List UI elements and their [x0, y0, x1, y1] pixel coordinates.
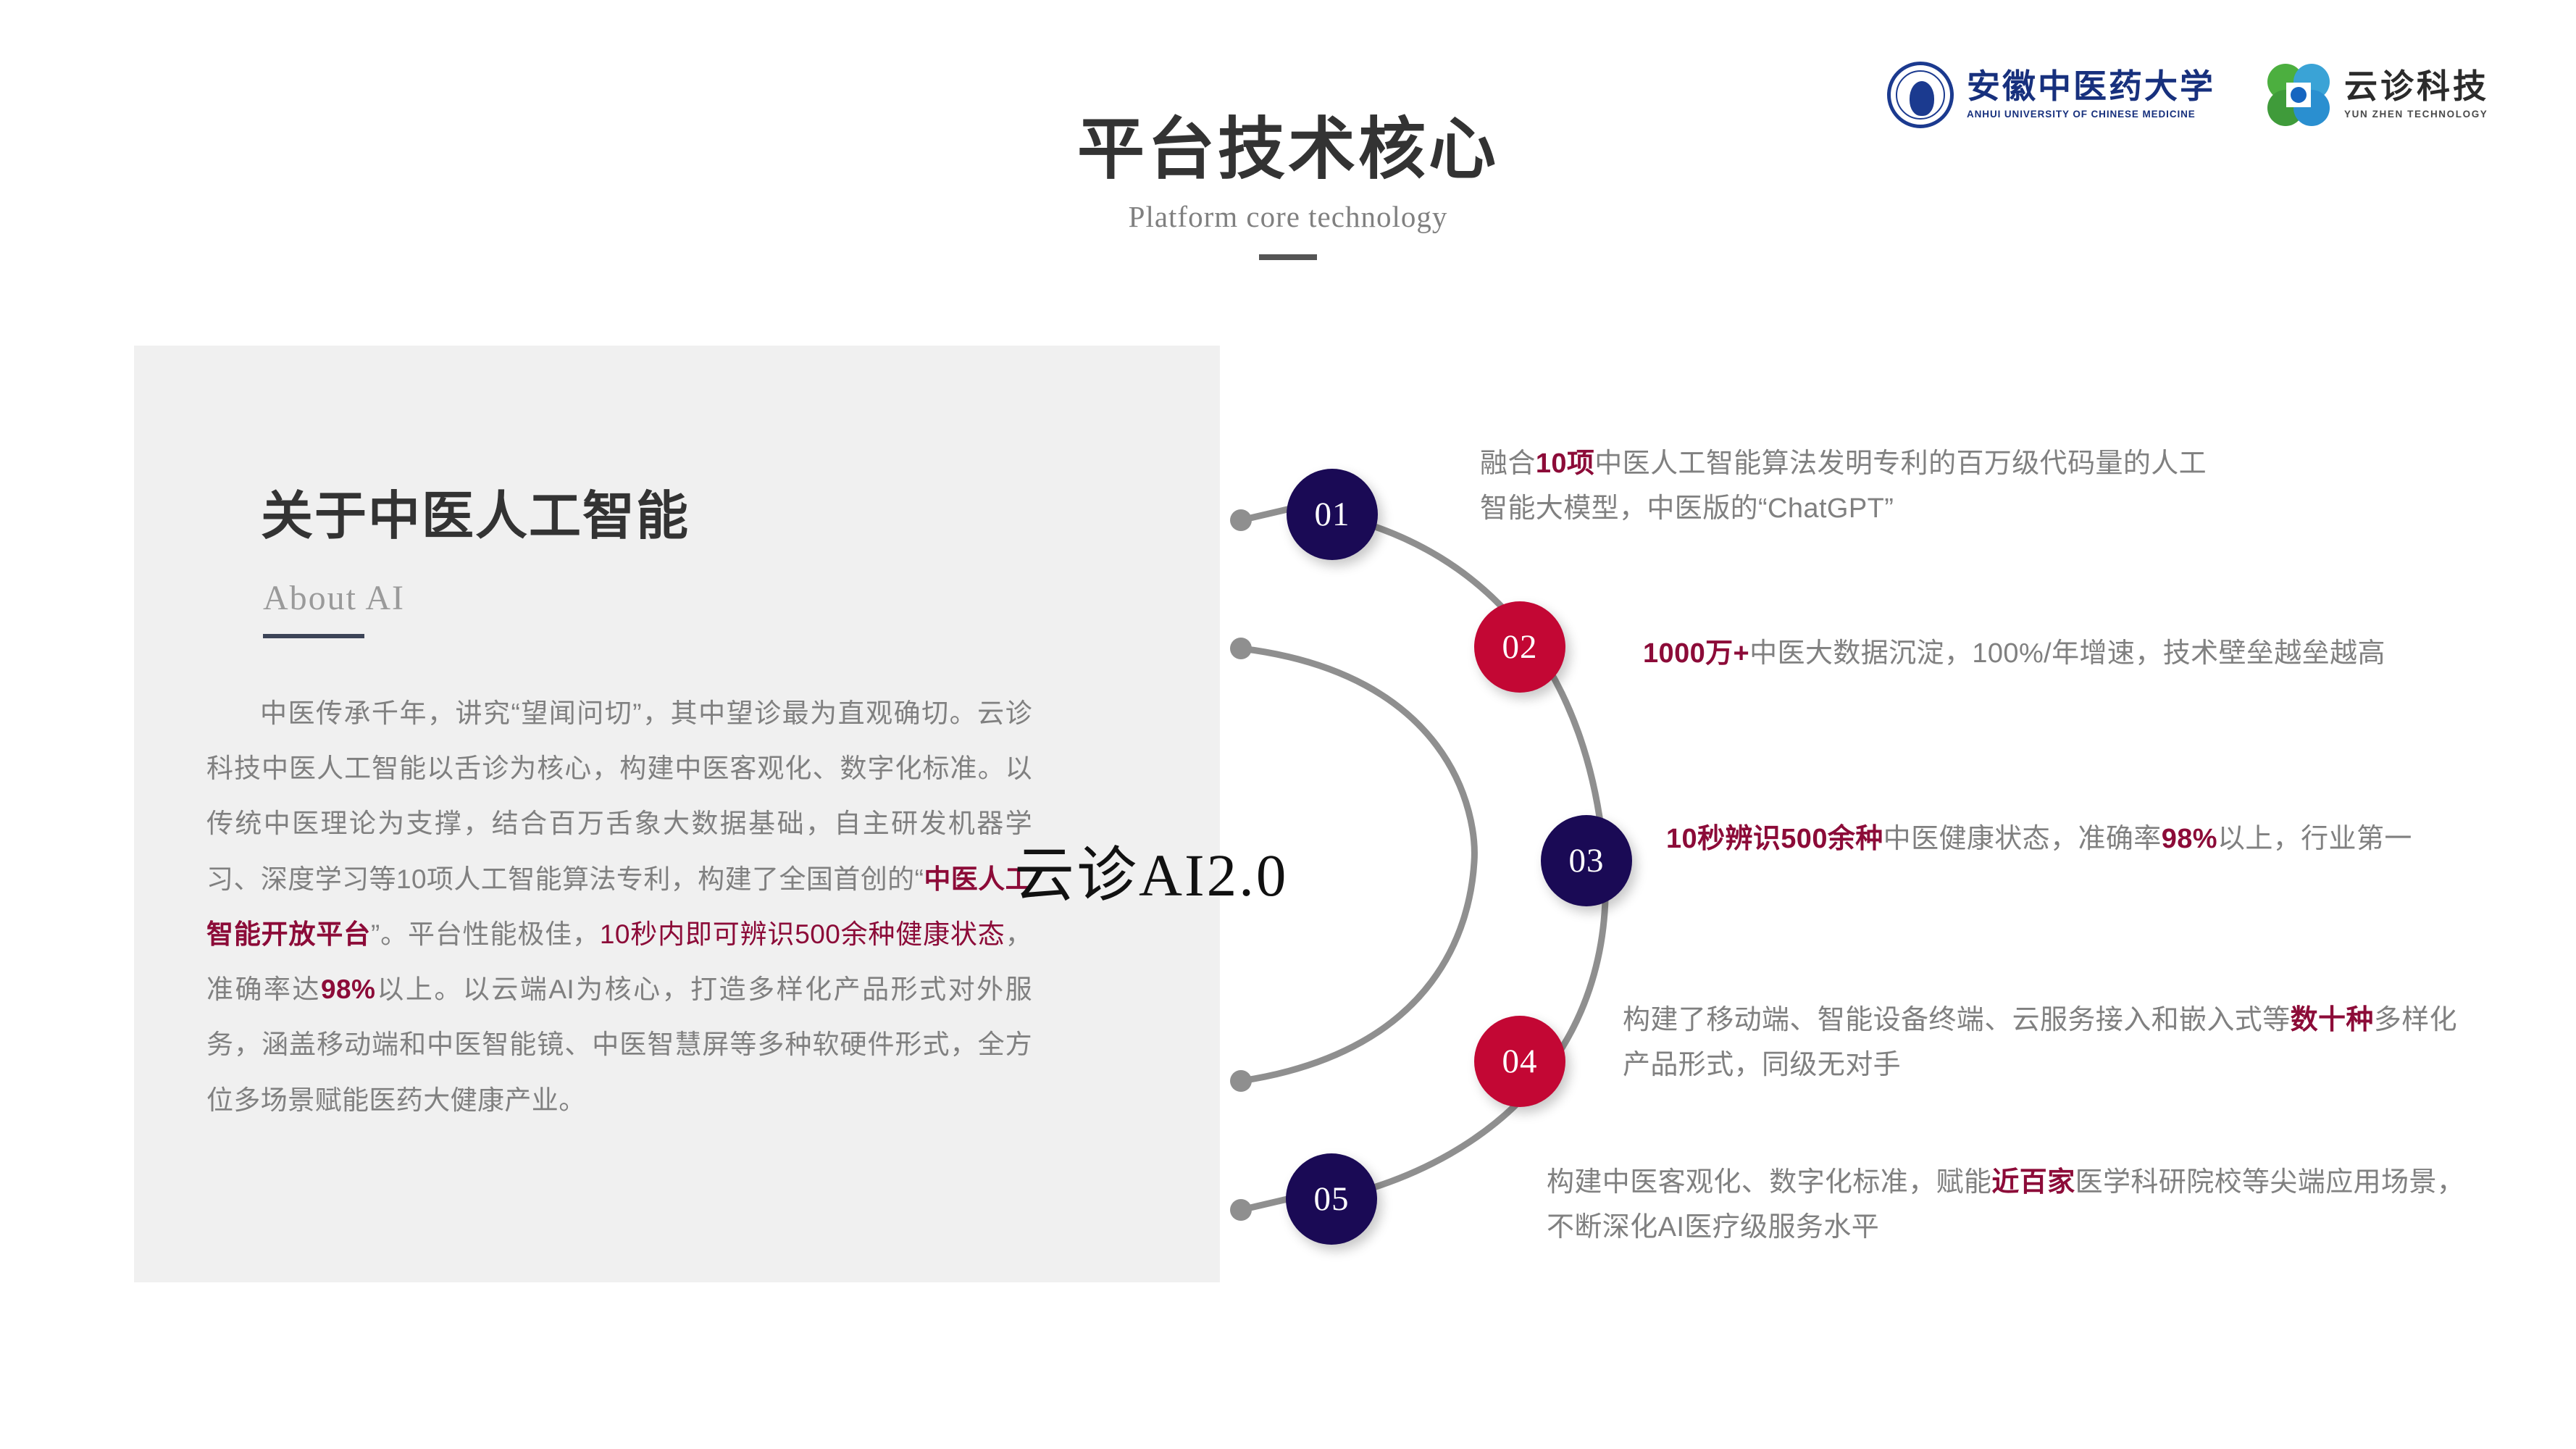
university-logo-text: 安徽中医药大学 ANHUI UNIVERSITY OF CHINESE MEDI…	[1967, 70, 2215, 120]
item-01: 融合10项中医人工智能算法发明专利的百万级代码量的人工智能大模型，中医版的“Ch…	[1480, 442, 2472, 531]
text-run: 多样化产品形式，同级无对手	[1623, 1005, 2458, 1080]
text-run: 智能大模型，中医版的“ChatGPT”	[1480, 493, 1894, 524]
petal-center-dot	[2291, 87, 2307, 103]
panel-heading: 关于中医人工智能	[261, 488, 690, 546]
text-run: 医学科研院校等尖端应用场景，不断深化AI医疗级服务水平	[1547, 1167, 2465, 1243]
panel-divider	[263, 634, 364, 638]
highlight-run: 10秒内即可辨识500余种健康状态	[599, 919, 1005, 949]
yunzhen-petal-icon	[2266, 62, 2331, 128]
company-name-cn: 云诊科技	[2344, 68, 2489, 106]
connector-dot-3	[1230, 1070, 1252, 1092]
university-seal-icon	[1887, 62, 1954, 128]
page-title: 平台技术核心	[1077, 112, 1499, 187]
page-subtitle: Platform core technology	[1128, 200, 1448, 233]
logo-yunzhen-technology: 云诊科技 YUN ZHEN TECHNOLOGY	[2266, 62, 2489, 128]
diagram-node-02[interactable]: 02	[1474, 601, 1565, 693]
text-run: ”。平台性能极佳，	[371, 919, 600, 949]
diagram-node-04[interactable]: 04	[1474, 1016, 1565, 1107]
logo-anhui-university: 安徽中医药大学 ANHUI UNIVERSITY OF CHINESE MEDI…	[1887, 62, 2215, 128]
title-divider	[1259, 254, 1317, 260]
text-run: ，准确率达	[206, 919, 1033, 1005]
connector-dot-1	[1230, 509, 1252, 531]
diagram-node-05[interactable]: 05	[1286, 1153, 1377, 1245]
item-05: 构建中医客观化、数字化标准，赋能近百家医学科研院校等尖端应用场景，不断深化AI医…	[1547, 1161, 2481, 1250]
node-label: 04	[1502, 1043, 1538, 1080]
text-run: 构建了移动端、智能设备终端、云服务接入和嵌入式等	[1623, 1005, 2291, 1035]
text-run: 中医传承千年，讲究“望闻问切”，其中望诊最为直观确切。云诊科技中医人工智能以舌诊…	[206, 698, 1032, 894]
diagram-node-03[interactable]: 03	[1541, 815, 1632, 906]
text-run: 构建中医客观化、数字化标准，赋能	[1547, 1167, 1992, 1198]
item-04: 构建了移动端、智能设备终端、云服务接入和嵌入式等数十种多样化产品形式，同级无对手	[1623, 998, 2485, 1087]
connector-dot-4	[1230, 1199, 1252, 1221]
title-block: 平台技术核心 Platform core technology	[0, 116, 2576, 260]
highlight-run: 近百家	[1991, 1167, 2075, 1198]
about-ai-panel: 关于中医人工智能 About AI 中医传承千年，讲究“望闻问切”，其中望诊最为…	[134, 346, 1220, 1282]
item-03: 10秒辨识500余种中医健康状态，准确率98%以上，行业第一	[1666, 817, 2492, 862]
text-run: 以上。以云端AI为核心，打造多样化产品形式对外服务，涵盖移动端和中医智能镜、中医…	[206, 974, 1032, 1115]
node-label: 02	[1502, 628, 1538, 666]
company-name-en: YUN ZHEN TECHNOLOGY	[2344, 109, 2488, 120]
highlight-run: 98%	[2161, 824, 2217, 854]
panel-subheading: About AI	[263, 579, 405, 617]
text-run: 中医大数据沉淀，100%/年增速，技术壁垒越垒越高	[1749, 638, 2385, 669]
node-label: 01	[1314, 496, 1350, 533]
highlight-run: 10秒辨识500余种	[1666, 824, 1883, 854]
panel-body-text: 中医传承千年，讲究“望闻问切”，其中望诊最为直观确切。云诊科技中医人工智能以舌诊…	[206, 686, 1032, 1128]
text-run: 以上，行业第一	[2217, 824, 2412, 854]
item-02: 1000万+中医大数据沉淀，100%/年增速，技术壁垒越垒越高	[1643, 632, 2483, 677]
highlight-run: 10项	[1535, 448, 1595, 479]
university-name-cn: 安徽中医药大学	[1967, 68, 2215, 106]
connector-dot-2	[1230, 638, 1252, 659]
logo-bar: 安徽中医药大学 ANHUI UNIVERSITY OF CHINESE MEDI…	[1887, 62, 2489, 128]
yunzhen-logo-text: 云诊科技 YUN ZHEN TECHNOLOGY	[2344, 70, 2489, 120]
highlight-run: 数十种	[2290, 1005, 2374, 1035]
highlight-run: 中医人工智能开放平台	[206, 864, 1032, 949]
text-run: 融合	[1480, 448, 1536, 479]
highlight-run: 98%	[320, 974, 376, 1005]
text-run: 中医人工智能算法发明专利的百万级代码量的人工	[1594, 448, 2207, 479]
diagram-node-01[interactable]: 01	[1287, 469, 1378, 560]
highlight-run: 1000万+	[1643, 638, 1750, 669]
node-label: 03	[1568, 842, 1605, 880]
university-name-en: ANHUI UNIVERSITY OF CHINESE MEDICINE	[1967, 109, 2196, 120]
text-run: 中医健康状态，准确率	[1883, 824, 2162, 854]
center-product-label: 云诊AI2.0	[1014, 842, 1289, 909]
node-label: 05	[1313, 1180, 1350, 1218]
